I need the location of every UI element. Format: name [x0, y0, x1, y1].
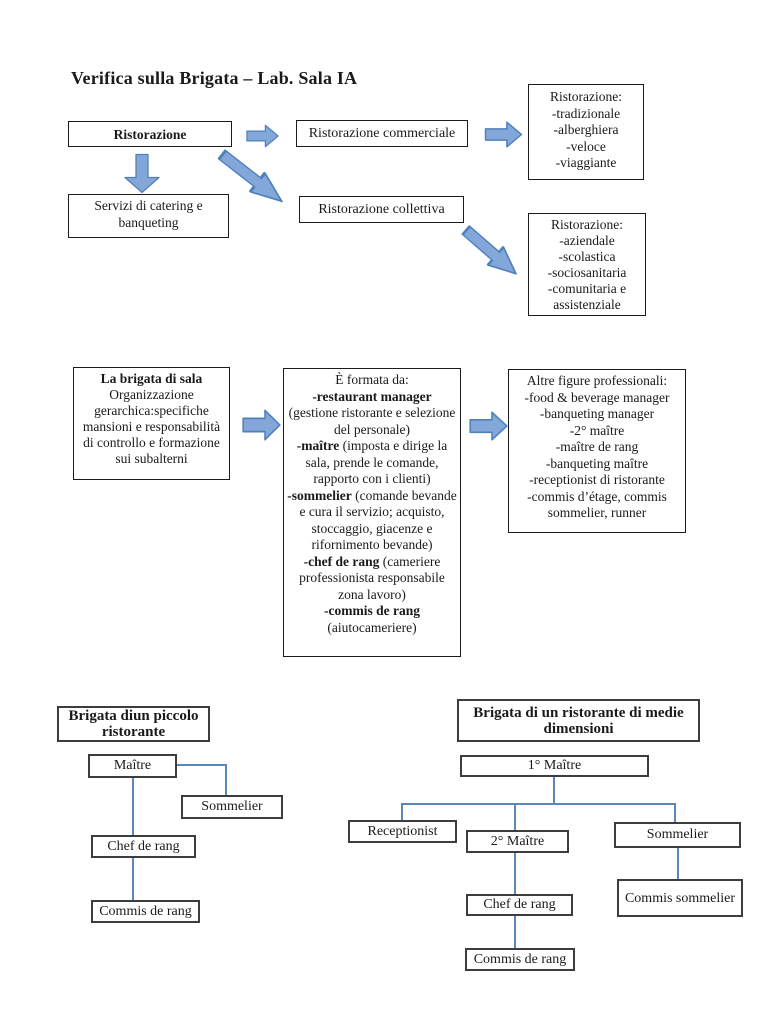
- block-arrow-right-icon: [483, 121, 524, 148]
- type-line: -comunitaria e assistenziale: [547, 281, 627, 312]
- connector-line: [401, 803, 403, 821]
- page-title: Verifica sulla Brigata – Lab. Sala IA: [71, 68, 358, 88]
- org-small-node-chef-de-rang: Chef de rang: [91, 835, 196, 858]
- org-small-title: Brigata diun piccolo ristorante: [57, 706, 210, 742]
- connector-line: [677, 848, 679, 880]
- connector-line: [514, 853, 516, 895]
- brigata-altre-box: Altre figure professionali: -food & beve…: [508, 369, 686, 533]
- org-medium-node-2-maitre: 2° Maître: [466, 830, 569, 853]
- type-line: Ristorazione:: [550, 89, 622, 104]
- org-small-node-commis-de-rang: Commis de rang: [91, 900, 200, 923]
- brigata-intro-box: La brigata di sala Organizzazione gerarc…: [73, 367, 230, 480]
- connector-line: [514, 916, 516, 949]
- block-arrow-right-icon: [246, 124, 279, 148]
- type-line: -veloce: [566, 138, 606, 154]
- type-line: -scolastica: [558, 249, 616, 264]
- org-medium-node-receptionist: Receptionist: [348, 820, 457, 843]
- type-line: -viaggiante: [555, 155, 617, 170]
- brigata-altre-list: -food & beverage manager-banqueting mana…: [512, 390, 682, 522]
- brigata-formata-list: -restaurant manager (gestione ristorante…: [287, 389, 457, 637]
- flow-box-collettiva: Ristorazione collettiva: [299, 196, 464, 223]
- org-medium-node-commis-de-rang: Commis de rang: [465, 948, 575, 971]
- org-medium-node-chef-de-rang: Chef de rang: [466, 894, 573, 916]
- connector-line: [674, 803, 676, 823]
- type-line: -alberghiera: [553, 122, 619, 137]
- flow-box-collettiva-types: Ristorazione:-aziendale-scolastica-socio…: [528, 213, 646, 316]
- brigata-intro-title: La brigata di sala: [100, 371, 203, 386]
- brigata-formata-box: È formata da: -restaurant manager (gesti…: [283, 368, 461, 657]
- block-arrow-diagonal-icon: [456, 219, 526, 285]
- connector-line: [514, 803, 516, 831]
- other-role-item: -maître de rang: [555, 439, 639, 454]
- block-arrow-down-icon: [124, 153, 160, 194]
- type-line: -aziendale: [559, 233, 615, 248]
- type-line: -sociosanitaria: [547, 265, 627, 280]
- block-arrow-right-icon: [242, 409, 281, 441]
- other-role-item: -banqueting manager: [539, 406, 655, 421]
- other-role-item: -food & beverage manager: [524, 389, 670, 405]
- block-arrow-diagonal-icon: [212, 143, 291, 213]
- connector-line: [553, 777, 555, 804]
- org-medium-node-1-maitre: 1° Maître: [460, 755, 649, 777]
- flow-box-commerciale: Ristorazione commerciale: [296, 120, 468, 147]
- brigade-role-item: -restaurant manager (gestione ristorante…: [288, 388, 456, 437]
- brigata-formata-header: È formata da:: [335, 372, 409, 387]
- other-role-item: -2° maître: [569, 422, 625, 438]
- org-small-node-sommelier: Sommelier: [181, 795, 283, 819]
- brigade-role-item: -maître (imposta e dirige la sala, prend…: [296, 438, 448, 486]
- flow-box-commerciale-types: Ristorazione:-tradizionale-alberghiera-v…: [528, 84, 644, 180]
- brigade-role-item: -sommelier (comande bevande e cura il se…: [287, 487, 457, 553]
- org-medium-node-sommelier: Sommelier: [614, 822, 741, 848]
- org-medium-title: Brigata di un ristorante di medie dimens…: [457, 699, 700, 742]
- org-medium-node-commis-sommelier: Commis sommelier: [617, 879, 743, 917]
- flow-box-ristorazione: Ristorazione: [68, 121, 232, 147]
- block-arrow-right-icon: [469, 411, 508, 441]
- type-line: Ristorazione:: [551, 217, 623, 232]
- brigata-altre-header: Altre figure professionali:: [526, 373, 668, 388]
- other-role-item: -banqueting maître: [545, 455, 649, 471]
- brigata-intro-body: Organizzazione gerarchica:specifiche man…: [82, 387, 221, 466]
- type-line: -tradizionale: [551, 105, 621, 121]
- brigade-role-item: -commis de rang (aiutocameriere): [324, 603, 420, 635]
- connector-line: [177, 764, 226, 766]
- brigade-role-item: -chef de rang (cameriere professionista …: [299, 553, 445, 602]
- connector-line: [225, 764, 227, 796]
- other-role-item: -commis d’étage, commis sommelier, runne…: [527, 488, 667, 521]
- connector-line: [132, 778, 134, 836]
- org-small-node-maitre: Maître: [88, 754, 177, 778]
- flow-box-catering: Servizi di catering e banqueting: [68, 194, 229, 238]
- connector-line: [132, 858, 134, 901]
- connector-line: [401, 803, 675, 805]
- other-role-item: -receptionist di ristorante: [529, 472, 665, 487]
